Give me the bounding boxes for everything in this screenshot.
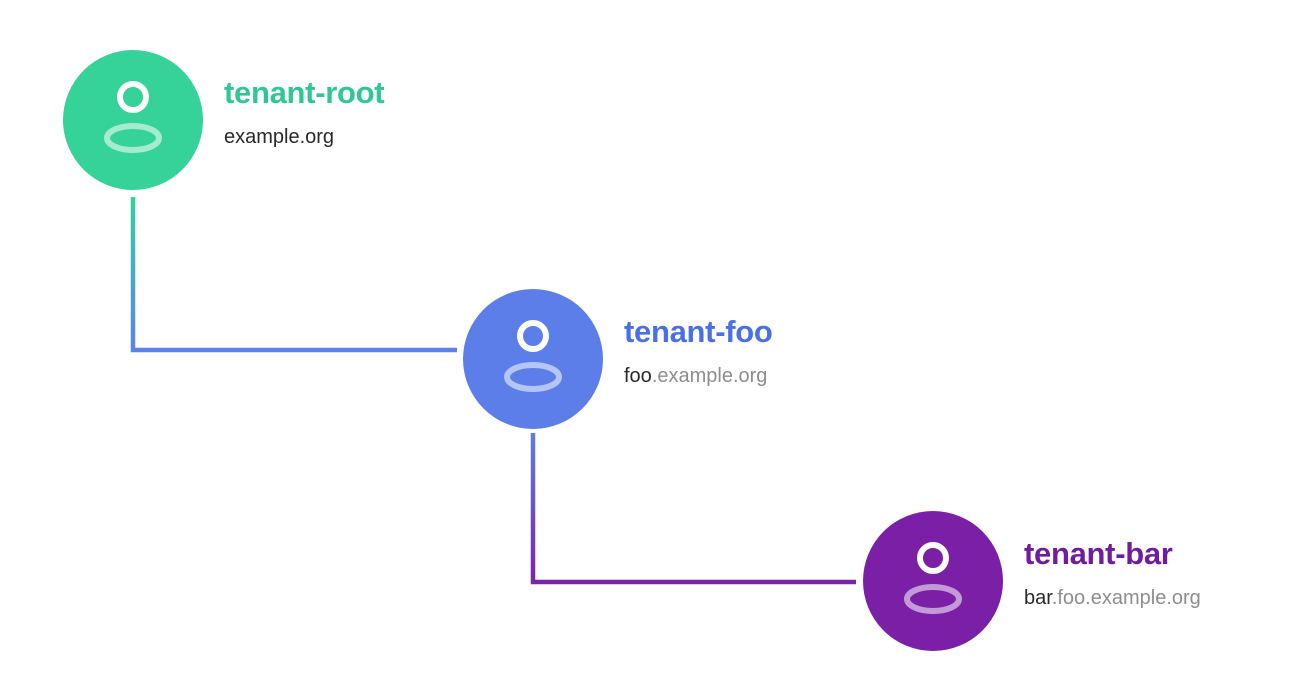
tenant-domain-prefix: example.org: [224, 126, 335, 148]
connector-foo-to-bar: [530, 433, 856, 585]
user-icon-body: [504, 362, 562, 392]
tenant-name: tenant-foo: [624, 314, 773, 349]
node-tenant-foo: tenant-foo foo.example.org: [463, 289, 773, 429]
tenant-domain: example.org: [224, 125, 384, 149]
user-icon-head: [117, 81, 149, 113]
user-icon: [904, 542, 962, 614]
avatar-circle: [463, 289, 603, 429]
tenant-domain: bar.foo.example.org: [1024, 586, 1201, 610]
tenant-foo-avatar: [463, 289, 603, 429]
tenant-domain: foo.example.org: [624, 364, 773, 388]
tenant-domain-suffix: .foo.example.org: [1051, 587, 1201, 609]
avatar-circle: [863, 511, 1003, 651]
node-tenant-bar: tenant-bar bar.foo.example.org: [863, 511, 1201, 651]
user-icon: [504, 320, 562, 392]
avatar-circle: [63, 50, 203, 190]
user-icon: [104, 81, 162, 153]
tenant-domain-prefix: bar: [1024, 587, 1052, 609]
tenant-domain-suffix: .example.org: [651, 365, 768, 387]
user-icon-body: [104, 123, 162, 153]
tenant-name: tenant-bar: [1024, 536, 1173, 571]
user-icon-body: [904, 584, 962, 614]
node-tenant-root: tenant-root example.org: [63, 50, 385, 190]
tenant-bar-avatar: [863, 511, 1003, 651]
user-icon-head: [917, 542, 949, 574]
user-icon-head: [517, 320, 549, 352]
tenant-name: tenant-root: [224, 75, 385, 110]
tenant-root-avatar: [63, 50, 203, 190]
tenant-domain-prefix: foo: [624, 365, 652, 387]
connector-root-to-foo: [130, 197, 457, 353]
